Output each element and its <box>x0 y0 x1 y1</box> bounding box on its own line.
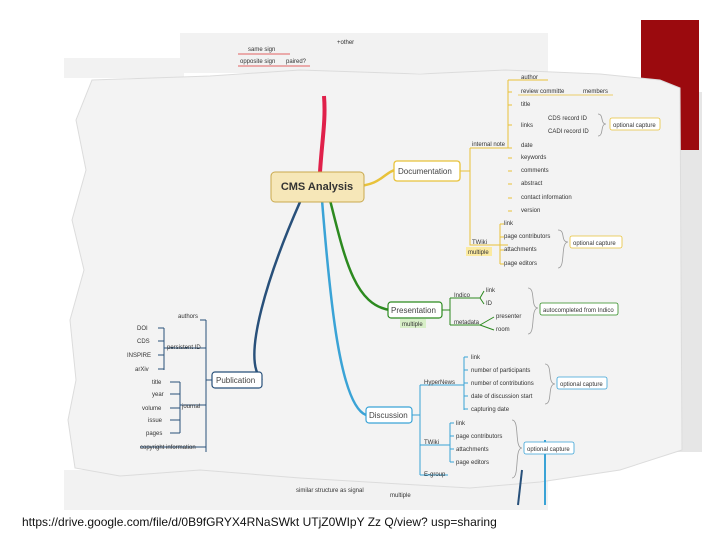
background-fragments: same sign opposite sign paired? +other s… <box>238 40 411 499</box>
documentation-label: Documentation <box>398 167 452 176</box>
background-sheet-left <box>64 58 184 78</box>
doc-twiki-contributors: page contributors <box>504 234 550 240</box>
doc-twiki-editors: page editors <box>504 261 537 267</box>
branch-cyan <box>320 199 367 417</box>
discussion-twiki-capture: optional capture <box>527 447 570 453</box>
discussion-twiki-editors: page editors <box>456 460 489 466</box>
documentation-branch: Documentation internal note author revie… <box>393 75 661 269</box>
discussion-branch: Discussion HyperNews link number of part… <box>365 355 608 479</box>
doc-optional-capture: optional capture <box>613 123 656 129</box>
doc-twiki-capture: optional capture <box>573 241 616 247</box>
fragment-same-sign: same sign <box>248 47 275 53</box>
presentation-branch: Presentation multiple Indico metadata li… <box>387 287 619 335</box>
publication-journal-pages: pages <box>146 431 162 437</box>
doc-field-keywords: keywords <box>521 155 546 161</box>
publication-journal-volume: volume <box>142 406 162 412</box>
branch-navy-bottom <box>517 469 523 506</box>
doc-author: author <box>521 75 538 81</box>
publication-inspire: INSPIRE <box>127 353 151 359</box>
discussion-hn-capturing: capturing date <box>471 407 510 413</box>
publication-arxiv: arXiv <box>135 367 149 373</box>
root-node[interactable]: CMS Analysis <box>270 171 365 203</box>
fragment-multiple: multiple <box>390 493 411 499</box>
doc-review: review committe <box>521 89 565 95</box>
discussion-label: Discussion <box>369 411 408 420</box>
publication-journal: journal <box>181 404 200 410</box>
discussion-hn-link: link <box>471 355 481 361</box>
publication-doi: DOI <box>137 326 148 332</box>
branch-navy <box>253 201 302 381</box>
discussion-hn-capture: optional capture <box>560 382 603 388</box>
presentation-autocompleted: autocompleted from Indico <box>543 308 614 314</box>
doc-twiki-attachments: attachments <box>504 247 537 253</box>
discussion-twiki-attachments: attachments <box>456 447 489 453</box>
publication-journal-year: year <box>152 392 164 398</box>
discussion-twiki-contributors: page contributors <box>456 434 502 440</box>
fragment-similar: similar structure as signal <box>296 488 364 494</box>
root-label: CMS Analysis <box>281 181 353 193</box>
footer-url[interactable]: https://drive.google.com/file/d/0B9fGRYX… <box>22 515 497 529</box>
publication-branch: Publication authors persistent ID DOI CD… <box>127 314 263 452</box>
doc-links: links <box>521 123 533 129</box>
doc-field-date: date <box>521 143 533 149</box>
mindmap-background-shape <box>67 69 683 489</box>
doc-field-abstract: abstract <box>521 181 543 187</box>
publication-label: Publication <box>216 376 255 385</box>
presentation-indico: Indico <box>454 293 471 299</box>
doc-title: title <box>521 102 531 108</box>
presentation-presenter: presenter <box>496 314 521 320</box>
branch-green <box>328 199 391 312</box>
discussion-hn-participants: number of participants <box>471 368 530 374</box>
discussion-twiki: TWiki <box>424 440 439 446</box>
publication-persistent-id: persistent ID <box>167 345 201 351</box>
publication-journal-issue: issue <box>148 418 163 424</box>
discussion-hn-contributions: number of contributions <box>471 381 534 387</box>
doc-cadi-record: CADI record ID <box>548 129 589 135</box>
fragment-other: +other <box>337 40 354 46</box>
discussion-twiki-link: link <box>456 421 466 427</box>
doc-field-comments: comments <box>521 168 549 174</box>
presentation-indico-link: link <box>486 288 496 294</box>
discussion-hypernews: HyperNews <box>424 380 455 386</box>
publication-cds: CDS <box>137 339 150 345</box>
presentation-room: room <box>496 327 510 333</box>
doc-cds-record: CDS record ID <box>548 116 588 122</box>
discussion-egroup: E-group <box>424 472 446 478</box>
branch-red <box>318 95 327 173</box>
publication-journal-title: title <box>152 380 162 386</box>
publication-copyright: copyright information <box>140 445 196 451</box>
publication-authors: authors <box>178 314 198 320</box>
doc-multiple: multiple <box>468 250 489 256</box>
doc-twiki: TWiki <box>472 240 487 246</box>
presentation-indico-id: ID <box>486 301 493 307</box>
presentation-multiple: multiple <box>402 322 423 328</box>
presentation-label: Presentation <box>391 306 436 315</box>
doc-field-contact: contact information <box>521 195 572 201</box>
fragment-paired: paired? <box>286 59 307 65</box>
doc-members: members <box>583 89 608 95</box>
presentation-metadata: metadata <box>454 320 480 326</box>
doc-field-version: version <box>521 208 540 214</box>
fragment-opposite-sign: opposite sign <box>240 59 275 65</box>
doc-twiki-link: link <box>504 221 514 227</box>
discussion-hn-start: date of discussion start <box>471 394 533 400</box>
doc-internal-note: internal note <box>472 142 506 148</box>
